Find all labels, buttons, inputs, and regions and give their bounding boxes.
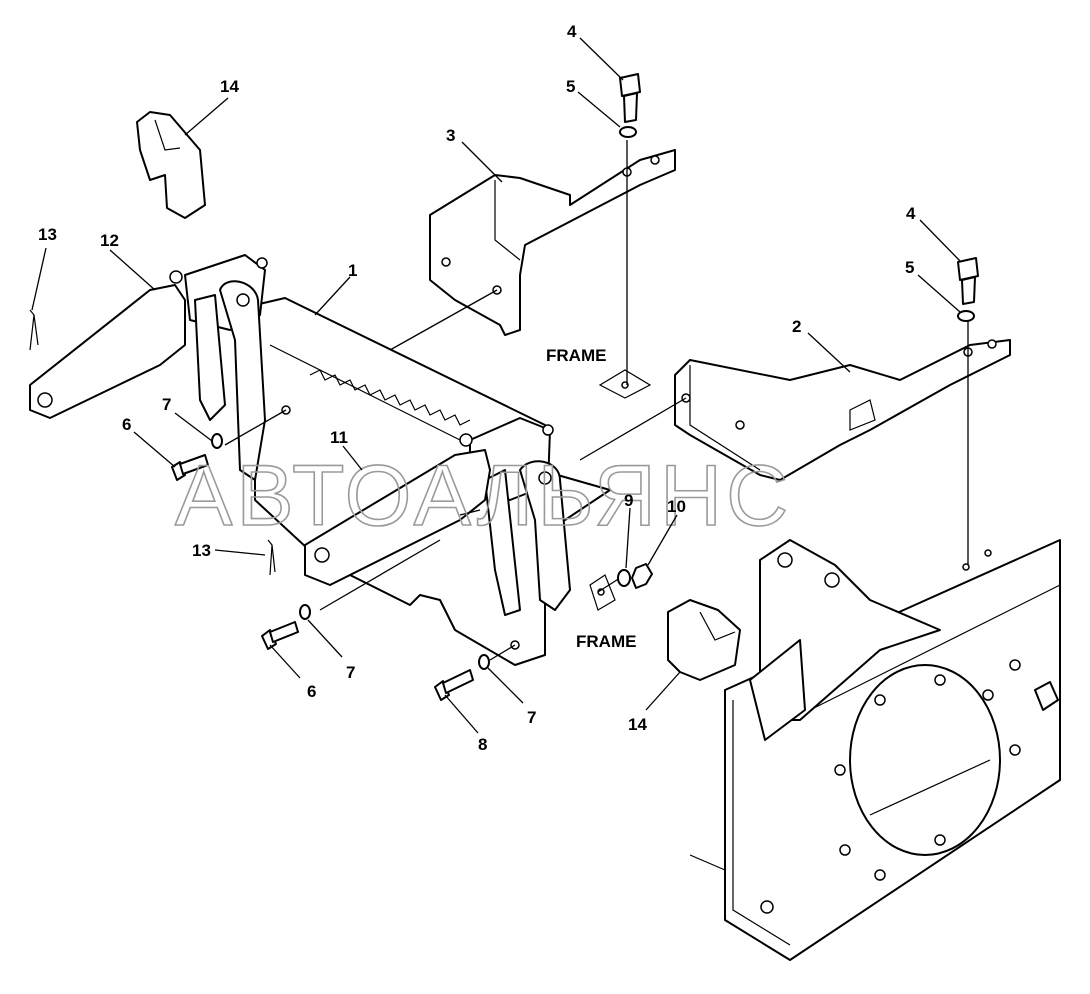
callout-6b: 6 (307, 682, 316, 701)
callout-labels: 1 2 3 4 5 4 5 6 6 7 7 7 8 9 10 11 12 13 … (38, 22, 916, 754)
callout-8: 8 (478, 735, 487, 754)
frame-labels: FRAME FRAME (546, 346, 636, 651)
frame-label-top: FRAME (546, 346, 606, 365)
lever-arm-12 (29, 270, 186, 419)
fasteners (29, 73, 979, 701)
callout-5b: 5 (905, 258, 914, 277)
callout-leaders (31, 37, 962, 734)
left-latch (184, 254, 268, 481)
frame-label-bottom: FRAME (576, 632, 636, 651)
callout-10: 10 (667, 497, 686, 516)
callout-6: 6 (122, 415, 131, 434)
watermark: АВТОАЛЬЯНС (175, 448, 792, 544)
clip-14-top (136, 111, 206, 219)
alignment-lines (224, 140, 969, 661)
callout-13b: 13 (192, 541, 211, 560)
callout-5: 5 (566, 77, 575, 96)
callout-7b: 7 (346, 663, 355, 682)
callout-14b: 14 (628, 715, 647, 734)
callout-7: 7 (162, 395, 171, 414)
callout-14: 14 (220, 77, 239, 96)
callout-2: 2 (792, 317, 801, 336)
callout-4: 4 (567, 22, 577, 41)
frame-pads (589, 369, 652, 611)
callout-13: 13 (38, 225, 57, 244)
callout-11: 11 (330, 428, 348, 447)
callout-4b: 4 (906, 204, 916, 223)
callout-1: 1 (348, 261, 357, 280)
bracket-2 (674, 339, 1011, 481)
callout-7c: 7 (527, 708, 536, 727)
callout-3: 3 (446, 126, 455, 145)
chassis-frame (689, 539, 1061, 961)
callout-9: 9 (624, 491, 633, 510)
callout-12: 12 (100, 231, 119, 250)
lever-arm-11 (304, 449, 491, 586)
clip-14-bottom (667, 599, 741, 681)
